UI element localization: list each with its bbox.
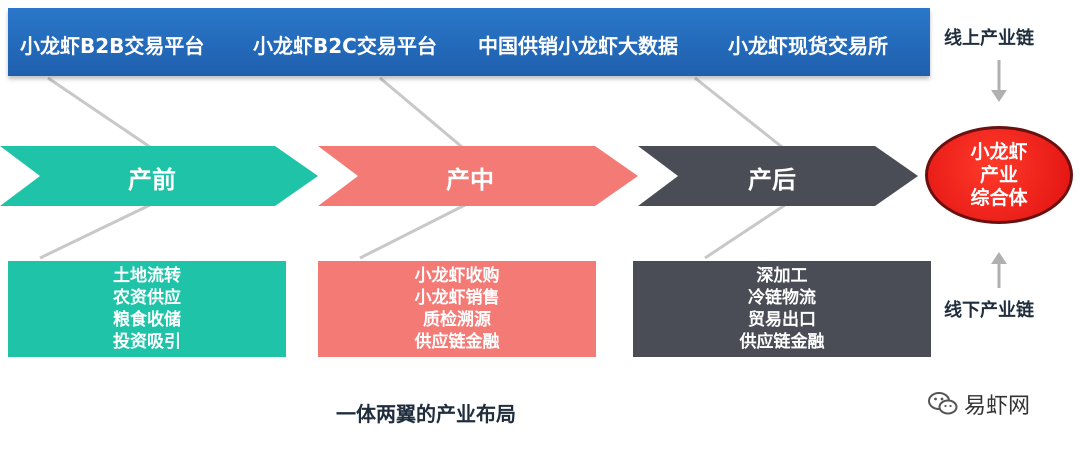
crayfish-hub-circle: 小龙虾 产业 综合体 — [925, 126, 1073, 224]
list-item: 供应链金融 — [739, 332, 825, 352]
list-item: 深加工 — [756, 266, 808, 286]
stage-label-pre: 产前 — [128, 166, 176, 194]
stage-band-1 — [0, 146, 318, 206]
connector-line — [359, 203, 466, 260]
list-item: 贸易出口 — [748, 310, 816, 330]
watermark-text: 易虾网 — [964, 394, 1031, 419]
connector-line — [47, 76, 151, 149]
list-item: 投资吸引 — [113, 332, 181, 352]
stage-box-pre: 土地流转 农资供应 粮食收储 投资吸引 — [8, 261, 286, 357]
list-item: 粮食收储 — [113, 310, 181, 330]
list-item: 小龙虾销售 — [414, 288, 500, 308]
list-item: 冷链物流 — [748, 288, 816, 308]
wechat-icon — [928, 392, 958, 415]
list-item: 农资供应 — [113, 288, 181, 308]
offline-chain-label: 线下产业链 — [944, 300, 1034, 321]
platform-spot-exchange: 小龙虾现货交易所 — [728, 34, 888, 58]
connector-line — [39, 203, 151, 260]
online-chain-label: 线上产业链 — [944, 28, 1034, 49]
platform-b2b: 小龙虾B2B交易平台 — [20, 34, 205, 58]
stage-label-mid: 产中 — [446, 166, 494, 194]
up-arrow-icon — [991, 252, 1007, 264]
stage-band-3 — [638, 146, 918, 206]
stage-box-mid: 小龙虾收购 小龙虾销售 质检溯源 供应链金融 — [318, 261, 596, 357]
platform-big-data: 中国供销小龙虾大数据 — [478, 34, 678, 58]
stage-label-post: 产后 — [748, 166, 796, 194]
connector-line — [694, 76, 783, 149]
connector-line — [379, 76, 463, 149]
stage-box-post: 深加工 冷链物流 贸易出口 供应链金融 — [633, 261, 931, 357]
down-arrow-icon — [991, 90, 1007, 102]
online-platforms-bar: 小龙虾B2B交易平台 小龙虾B2C交易平台 中国供销小龙虾大数据 小龙虾现货交易… — [8, 8, 930, 76]
list-item: 土地流转 — [113, 266, 181, 286]
stage-band-2 — [318, 146, 638, 206]
hub-line: 综合体 — [970, 186, 1028, 209]
diagram-caption: 一体两翼的产业布局 — [336, 402, 516, 426]
hub-line: 产业 — [979, 163, 1018, 186]
platform-b2c: 小龙虾B2C交易平台 — [253, 34, 437, 58]
connector-line — [704, 203, 786, 260]
hub-line: 小龙虾 — [970, 140, 1028, 163]
list-item: 质检溯源 — [423, 310, 491, 330]
list-item: 小龙虾收购 — [414, 266, 500, 286]
list-item: 供应链金融 — [414, 332, 500, 352]
watermark: 易虾网 — [928, 388, 1030, 420]
